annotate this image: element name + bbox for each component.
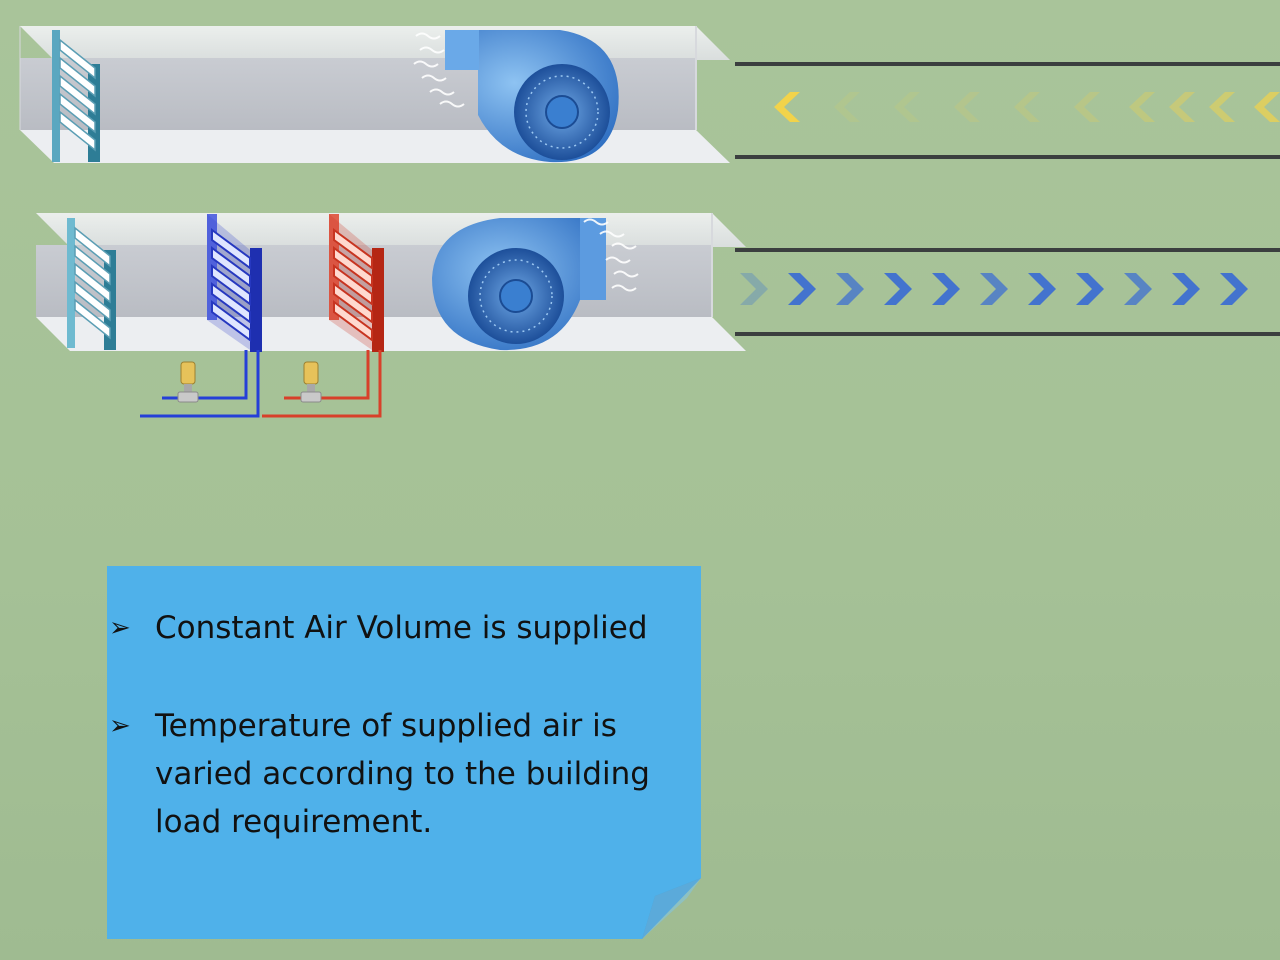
airflow-chevron-icon	[1209, 92, 1235, 122]
airflow-chevron-icon	[884, 273, 912, 305]
supply-air-arrows	[740, 273, 1248, 305]
air-wave-icon	[583, 218, 639, 292]
centrifugal-fan-icon	[445, 30, 619, 163]
info-note: ➢ Constant Air Volume is supplied ➢ Temp…	[107, 566, 701, 939]
airflow-chevron-icon	[932, 273, 960, 305]
airflow-chevron-icon	[1074, 92, 1100, 122]
return-air-arrows	[774, 92, 1280, 122]
bullet-text: Constant Air Volume is supplied	[155, 610, 648, 646]
cooling-coil-icon	[207, 214, 262, 352]
air-wave-icon	[413, 32, 465, 108]
bullet-arrow-icon: ➢	[109, 613, 131, 643]
airflow-chevron-icon	[980, 273, 1008, 305]
airflow-chevron-icon	[836, 273, 864, 305]
airflow-chevron-icon	[1124, 273, 1152, 305]
airflow-chevron-icon	[1254, 92, 1280, 122]
supply-duct-lines	[735, 248, 1280, 336]
note-background	[107, 566, 701, 939]
louver-damper-icon	[67, 218, 116, 350]
airflow-chevron-icon	[774, 92, 800, 122]
airflow-chevron-icon	[1129, 92, 1155, 122]
airflow-chevron-icon	[1014, 92, 1040, 122]
bullet-text: Temperature of supplied air is varied ac…	[155, 708, 650, 840]
bullet-arrow-icon: ➢	[109, 711, 131, 741]
airflow-chevron-icon	[834, 92, 860, 122]
supply-air-duct	[36, 213, 746, 351]
airflow-chevron-icon	[1076, 273, 1104, 305]
airflow-chevron-icon	[1169, 92, 1195, 122]
return-duct-lines	[735, 62, 1280, 159]
airflow-chevron-icon	[894, 92, 920, 122]
airflow-chevron-icon	[954, 92, 980, 122]
airflow-chevron-icon	[1220, 273, 1248, 305]
airflow-chevron-icon	[740, 273, 768, 305]
centrifugal-fan-icon	[432, 218, 606, 351]
control-valve-icon	[300, 361, 322, 403]
airflow-chevron-icon	[1028, 273, 1056, 305]
return-air-duct	[19, 26, 730, 163]
louver-damper-icon	[52, 30, 100, 162]
control-valve-icon	[177, 361, 199, 403]
hot-water-piping	[262, 350, 382, 418]
airflow-chevron-icon	[1172, 273, 1200, 305]
chilled-water-piping	[140, 350, 260, 418]
heating-coil-icon	[329, 214, 384, 352]
airflow-chevron-icon	[788, 273, 816, 305]
